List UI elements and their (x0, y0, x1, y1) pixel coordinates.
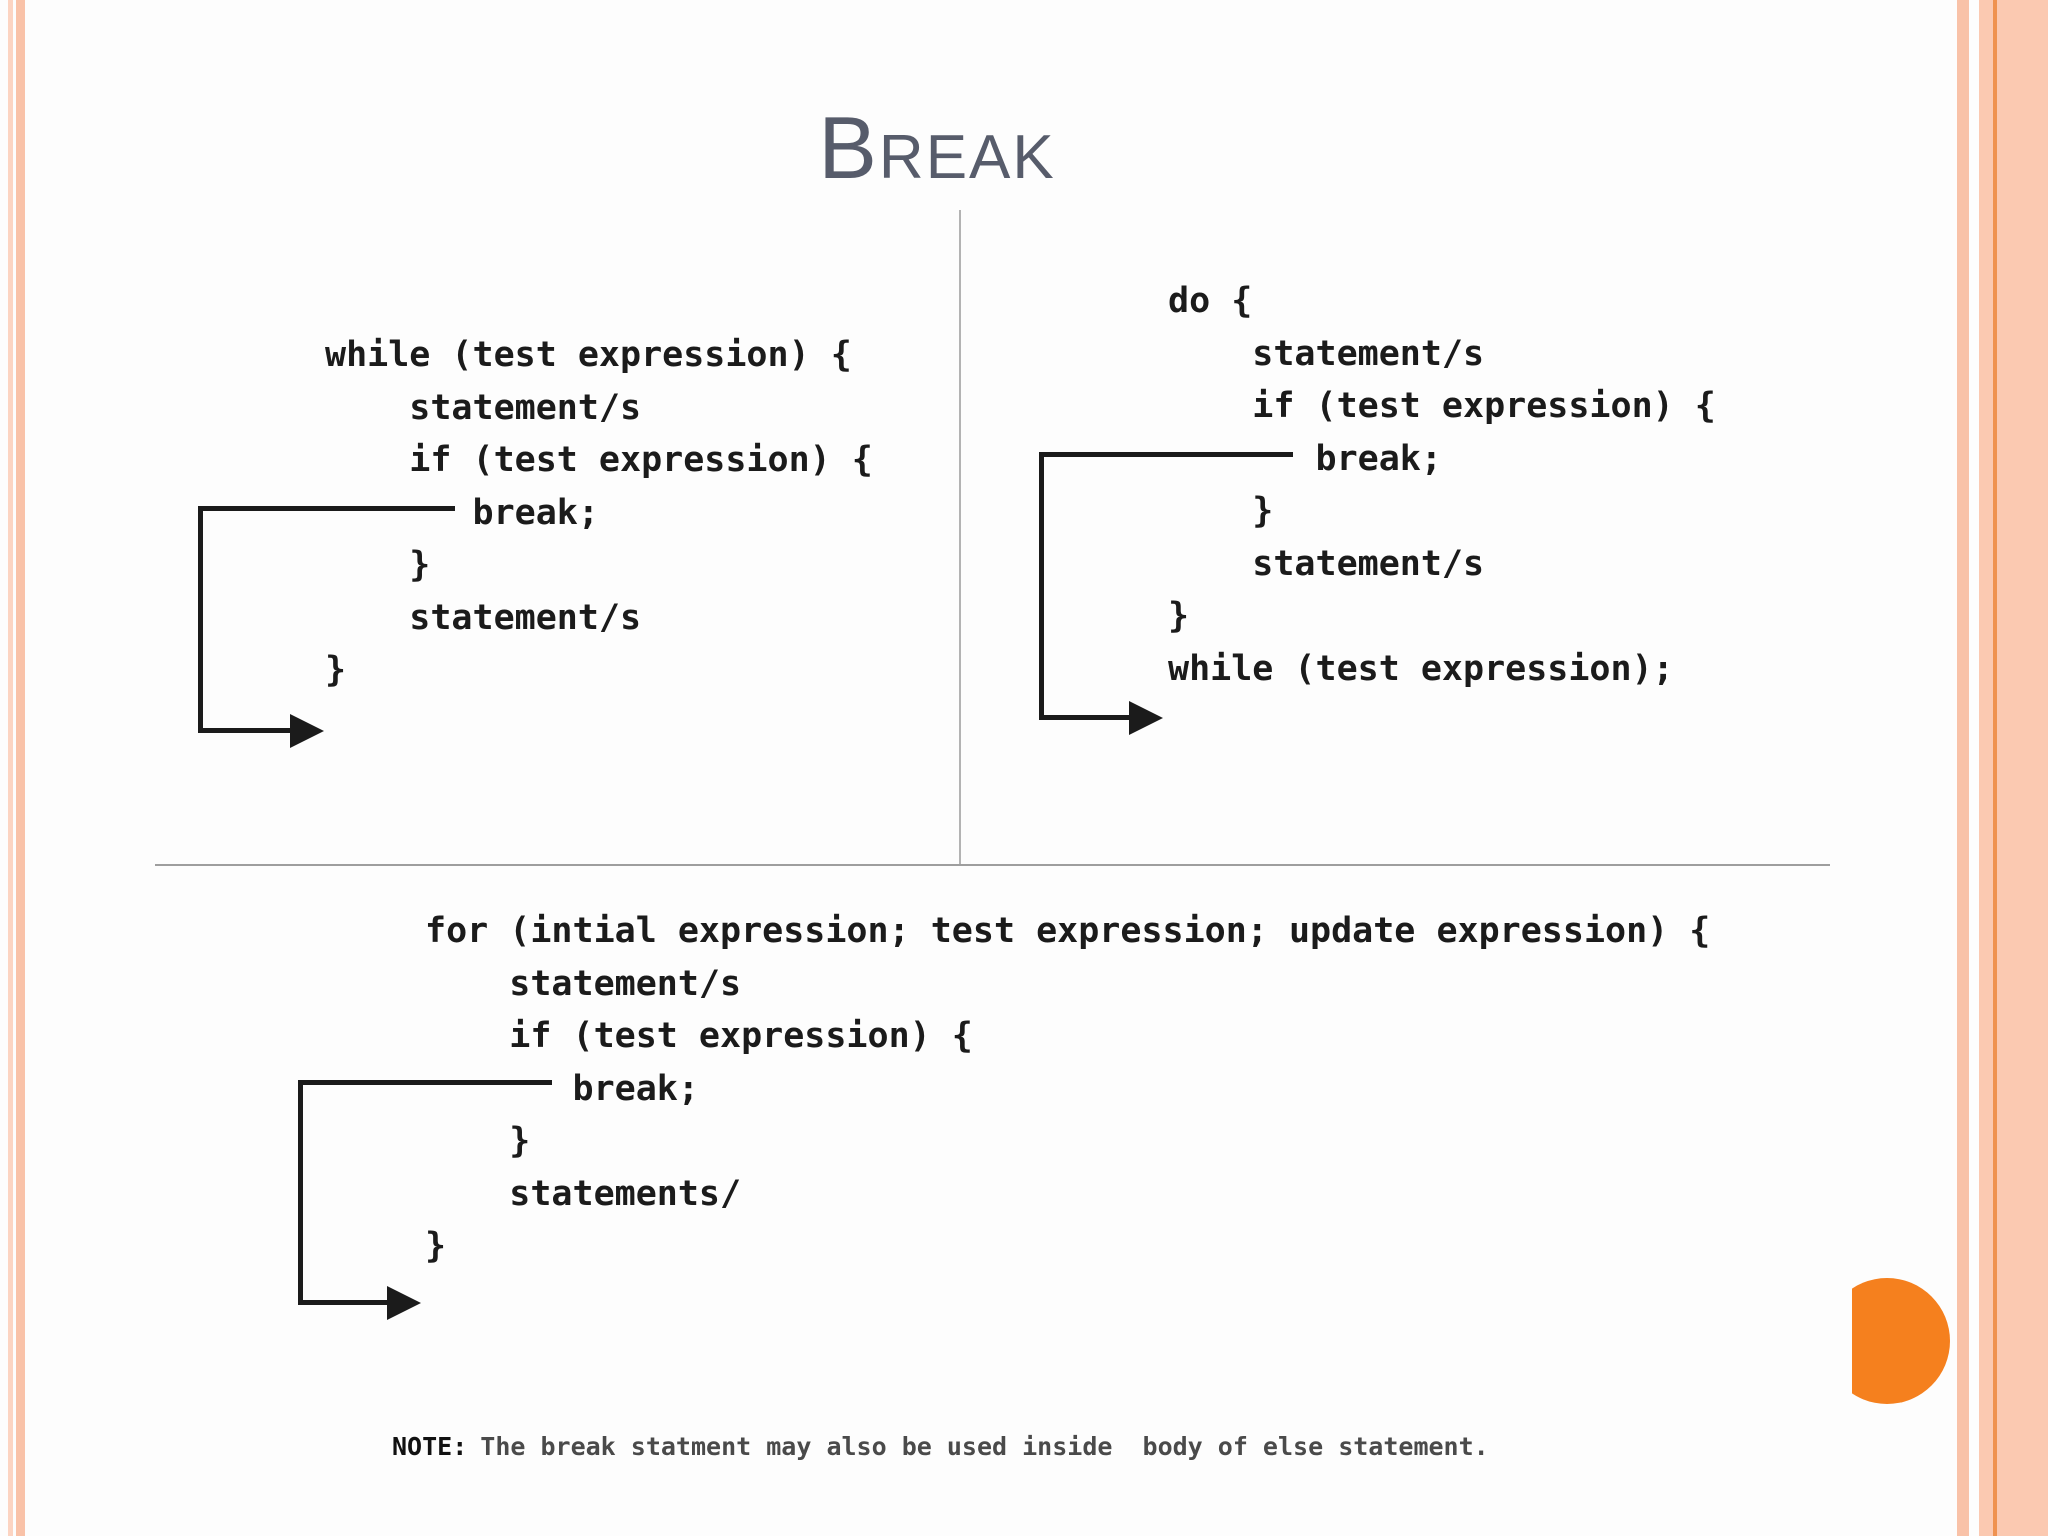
do-while-loop-code-block: do { statement/s if (test expression) { … (1168, 275, 1716, 695)
arrow-head-icon (290, 714, 324, 748)
code-line: } (1168, 491, 1274, 531)
code-line: statement/s (325, 387, 642, 428)
code-line: if (test expression) { (325, 440, 873, 480)
right-border-accent-line (1993, 0, 1997, 1536)
code-line: break; (1168, 438, 1442, 479)
arrow-segment (298, 1080, 303, 1305)
for-loop-code-block: for (intial expression; test expression;… (425, 905, 1710, 1273)
arrow-head-icon (387, 1286, 421, 1320)
code-line: break; (425, 1068, 699, 1109)
arrow-segment (298, 1300, 387, 1305)
vertical-divider (959, 210, 961, 866)
code-line: if (test expression) { (1168, 386, 1716, 426)
arrow-head-icon (1129, 701, 1163, 735)
code-line: do { (1168, 281, 1253, 321)
accent-circle (1852, 1278, 1950, 1404)
left-border-outer-stripe (8, 0, 13, 1536)
code-line: for (intial expression; test expression;… (425, 911, 1711, 951)
arrow-segment (198, 506, 455, 511)
code-line: break; (325, 492, 599, 533)
note-label: NOTE: (392, 1432, 468, 1461)
code-line: statements/ (425, 1173, 742, 1214)
horizontal-divider (155, 864, 1830, 866)
note-text: The break statment may also be used insi… (480, 1432, 1489, 1461)
code-line: statement/s (325, 597, 642, 638)
code-line: statement/s (425, 963, 742, 1004)
page-title: Break (818, 98, 1056, 197)
note: NOTE: The break statment may also be used… (392, 1432, 1489, 1462)
code-line: } (425, 1226, 447, 1266)
code-line: } (1168, 596, 1190, 636)
arrow-segment (1039, 452, 1293, 457)
while-loop-code-block: while (test expression) { statement/s if… (325, 329, 873, 697)
right-border-band (1979, 0, 2048, 1536)
arrow-segment (198, 728, 290, 733)
code-line: } (325, 650, 347, 690)
arrow-segment (298, 1080, 552, 1085)
code-line: } (325, 545, 431, 585)
code-line: while (test expression) { (325, 335, 852, 375)
arrow-segment (198, 506, 203, 733)
code-line: statement/s (1168, 333, 1485, 374)
accent-circle-disc (1852, 1278, 1950, 1404)
code-line: if (test expression) { (425, 1016, 973, 1056)
right-border-inner-stripe (1957, 0, 1969, 1536)
code-line: statement/s (1168, 543, 1485, 584)
arrow-segment (1039, 715, 1129, 720)
left-border-inner-stripe (16, 0, 25, 1536)
code-line: while (test expression); (1168, 648, 1674, 689)
arrow-segment (1039, 452, 1044, 720)
code-line: } (425, 1121, 531, 1161)
